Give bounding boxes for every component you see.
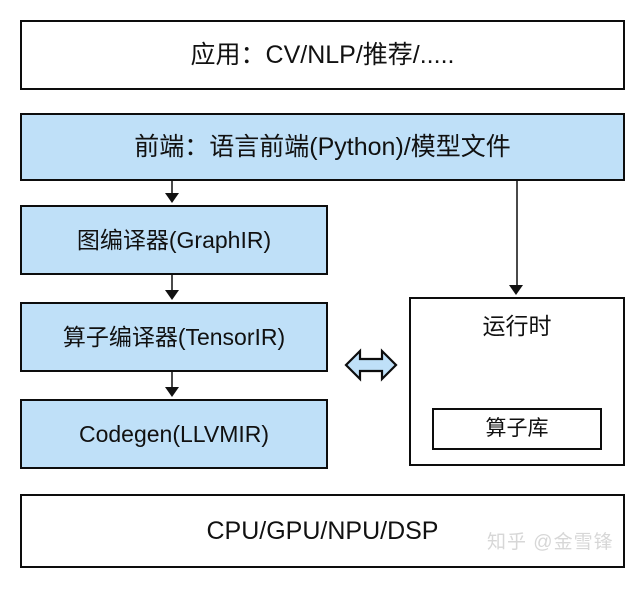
watermark-label: 知乎 @金雪锋 (487, 532, 614, 553)
connector-operator-compiler-to-codegen-line (171, 372, 173, 388)
arrow-left-right-icon-compiler-runtime (344, 348, 398, 382)
arrow-down-icon-frontend-to-graph-compiler (165, 193, 179, 203)
codegen-box: Codegen(LLVMIR) (20, 399, 328, 469)
operator-library-label: 算子库 (485, 416, 549, 440)
arrow-down-icon-operator-compiler-to-codegen (165, 387, 179, 397)
connector-graph-compiler-to-operator-compiler-line (171, 275, 173, 291)
connector-frontend-to-graph-compiler-line (171, 181, 173, 195)
connector-frontend-to-runtime-line (516, 181, 518, 286)
application-layer-box: 应用：CV/NLP/推荐/..... (20, 20, 625, 90)
hardware-layer-label: CPU/GPU/NPU/DSP (206, 516, 439, 545)
codegen-label: Codegen(LLVMIR) (78, 420, 270, 447)
operator-compiler-label: 算子编译器(TensorIR) (62, 323, 286, 350)
runtime-label: 运行时 (482, 313, 552, 339)
arrow-down-icon-frontend-to-runtime (509, 285, 523, 295)
graph-compiler-box: 图编译器(GraphIR) (20, 205, 328, 275)
frontend-layer-box: 前端：语言前端(Python)/模型文件 (20, 113, 625, 181)
operator-library-box: 算子库 (432, 408, 602, 450)
graph-compiler-label: 图编译器(GraphIR) (76, 226, 272, 253)
frontend-layer-label: 前端：语言前端(Python)/模型文件 (134, 132, 511, 161)
application-layer-label: 应用：CV/NLP/推荐/..... (190, 40, 455, 69)
hardware-layer-box: CPU/GPU/NPU/DSP (20, 494, 625, 568)
operator-compiler-box: 算子编译器(TensorIR) (20, 302, 328, 372)
arrow-down-icon-graph-compiler-to-operator-compiler (165, 290, 179, 300)
